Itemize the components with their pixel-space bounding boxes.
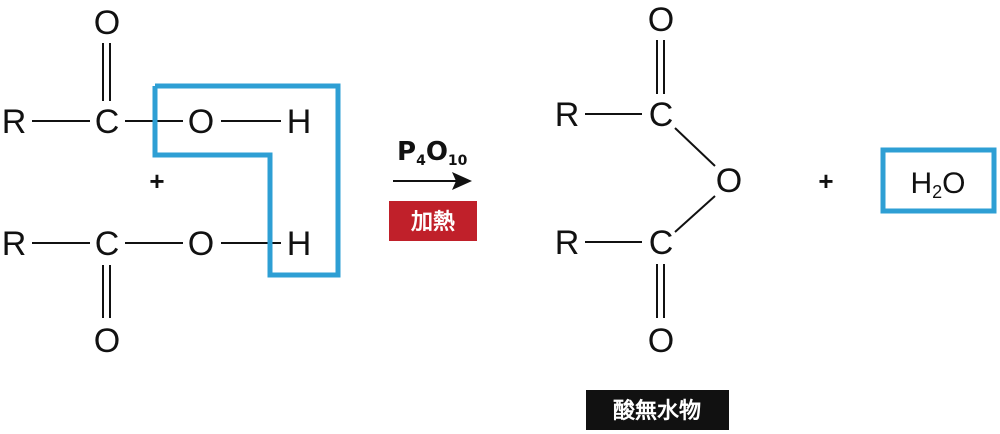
product-o-top: O <box>648 1 674 39</box>
product-bond-o-c-bottom <box>674 195 716 233</box>
byproduct-plus: + <box>818 166 833 196</box>
reagent-main-1: P <box>397 137 416 167</box>
acid1-r: R <box>2 103 27 141</box>
product-name-badge <box>586 390 729 430</box>
product-name: 酸無水物 <box>613 398 701 424</box>
reagent-formula: P4O10 <box>397 137 468 169</box>
reaction-condition: P4O10 加熱 <box>389 137 477 241</box>
reagent-main-2: O <box>426 137 448 167</box>
reaction-arrow-head <box>452 172 472 190</box>
water-sub: 2 <box>932 182 942 202</box>
product-o-bottom: O <box>648 322 674 360</box>
acid2-o-carbonyl: O <box>94 322 120 360</box>
water-highlight-box <box>152 83 341 278</box>
acid1-c: C <box>95 103 120 141</box>
acid2-c: C <box>95 225 120 263</box>
acid1-h: H <box>287 103 312 141</box>
heat-badge <box>389 201 477 241</box>
reagent-sub-1: 4 <box>416 153 426 169</box>
acid1-o-carbonyl: O <box>94 4 120 42</box>
product-c-bottom: C <box>649 224 674 262</box>
product-r-top: R <box>555 96 580 134</box>
product-anhydride: R C O O R C O <box>555 1 743 360</box>
acid1-o-hydroxyl: O <box>188 103 214 141</box>
product-bond-c-o-top <box>674 127 716 167</box>
reagent-sub-2: 10 <box>448 153 468 169</box>
heat-label: 加熱 <box>410 209 455 235</box>
acid2-h: H <box>287 225 312 263</box>
acid2-o-hydroxyl: O <box>188 225 214 263</box>
water-h: H <box>910 167 932 200</box>
water-o: O <box>942 167 965 200</box>
water-box <box>880 147 997 214</box>
acid2-r: R <box>2 225 27 263</box>
reactant-acid-bottom: R C O O H <box>2 225 312 360</box>
water-formula: H2O <box>910 167 965 202</box>
reactant-plus: + <box>149 166 164 196</box>
product-r-bottom: R <box>555 224 580 262</box>
product-o-bridge: O <box>716 162 742 200</box>
product-c-top: C <box>649 96 674 134</box>
